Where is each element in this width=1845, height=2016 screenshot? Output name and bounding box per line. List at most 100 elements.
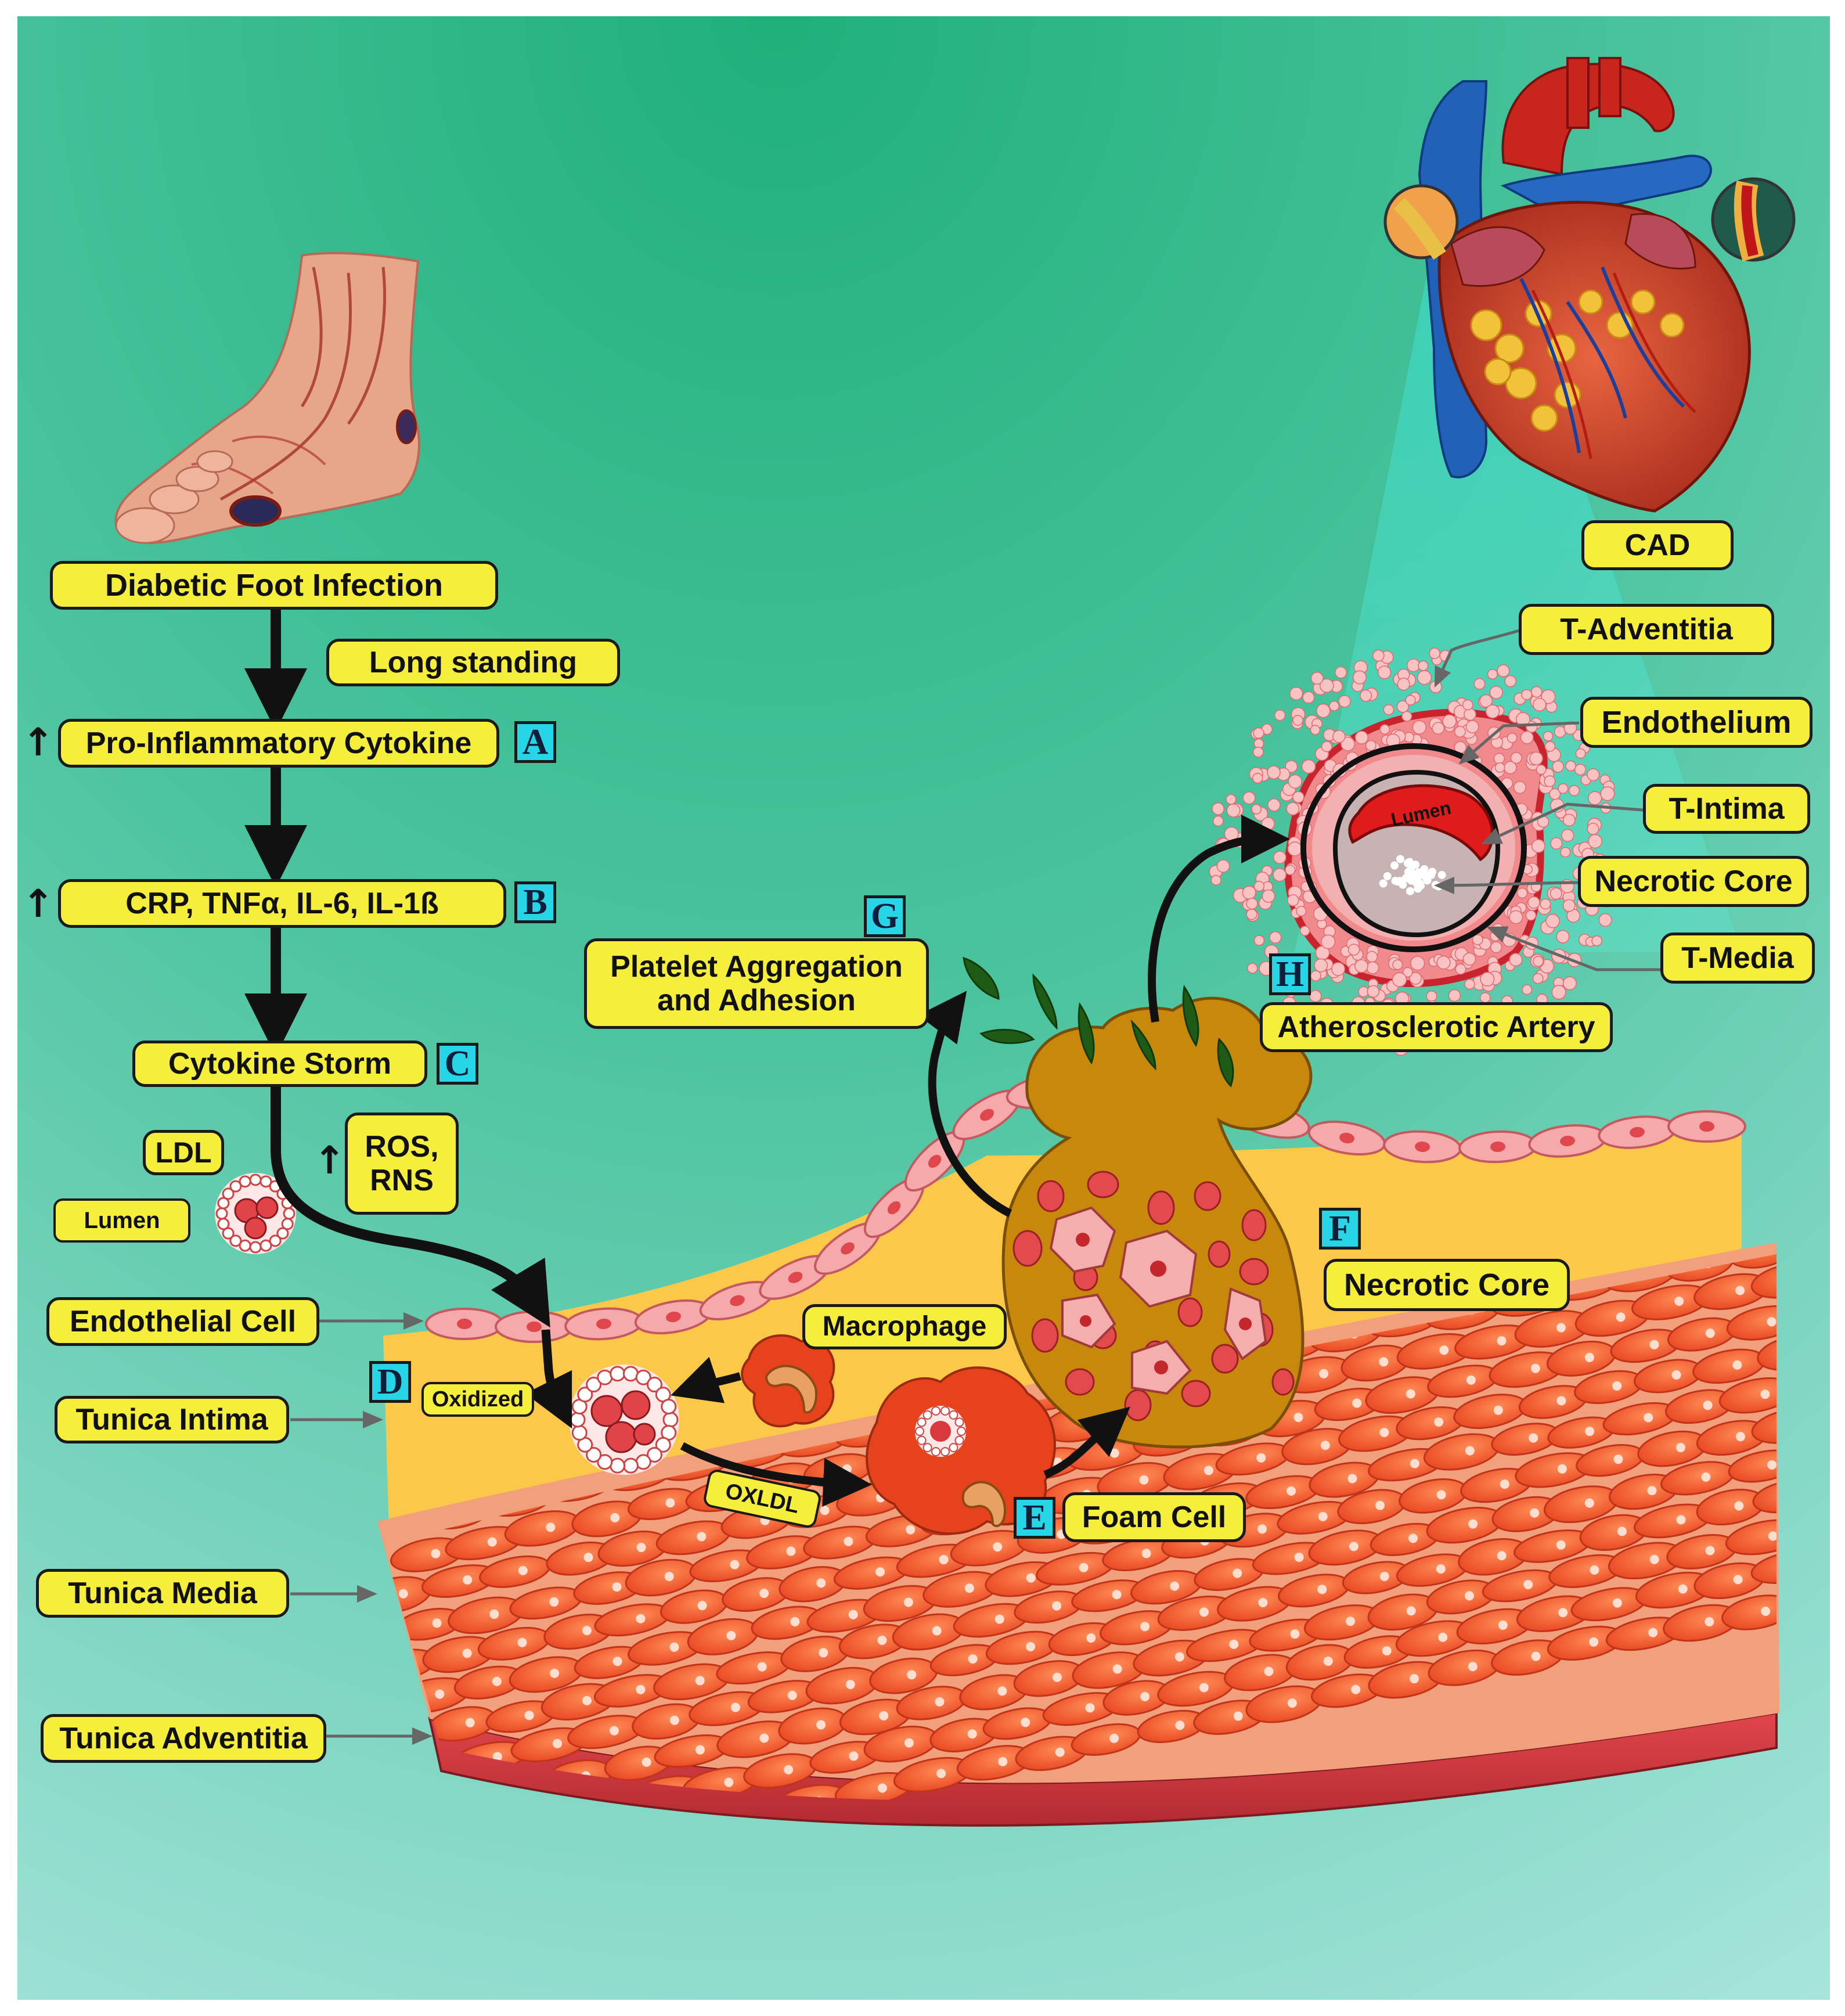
media-cell-dot [1383, 704, 1394, 715]
muscle-cell-nucleus [1761, 1606, 1771, 1616]
media-cell-dot [1401, 711, 1412, 722]
endothelial-nucleus [1415, 1141, 1430, 1153]
muscle-cell-nucleus [1287, 1698, 1297, 1708]
media-cell-dot [1366, 951, 1378, 963]
media-cell-dot [1513, 780, 1526, 794]
endothelial-nucleus [666, 1311, 681, 1323]
letter-badge-e: E [1014, 1497, 1055, 1539]
endothelial-nucleus [527, 1322, 542, 1332]
media-cell-dot [1287, 894, 1299, 906]
media-cell-dot [1533, 956, 1544, 967]
smooth-muscle-cell [1750, 1262, 1776, 1299]
media-cell-dot [1479, 694, 1493, 708]
label-long-standing: Long standing [326, 639, 620, 686]
muscle-cell-nucleus [1317, 1585, 1327, 1594]
muscle-cell-nucleus [757, 1662, 767, 1672]
media-cell-dot [1426, 991, 1437, 1002]
media-cell-dot [1309, 989, 1322, 1003]
media-cell-dot [1479, 992, 1491, 1003]
muscle-cell-nucleus [1705, 1617, 1714, 1627]
muscle-cell-nucleus [546, 1522, 556, 1532]
media-cell-dot [1465, 720, 1479, 734]
foot-ulcer [229, 495, 282, 527]
arrow-core-to-artery [1148, 815, 1290, 1023]
endothelial-nucleus [928, 1154, 942, 1168]
muscle-cell-nucleus [1140, 1692, 1150, 1702]
muscle-cell-nucleus [1079, 1563, 1089, 1572]
muscle-cell-nucleus [1233, 1568, 1242, 1578]
muscle-cell-nucleus [759, 1733, 769, 1743]
muscle-cell-nucleus [1649, 1554, 1659, 1564]
smooth-muscle-cell [1725, 1519, 1776, 1556]
muscle-cell-nucleus [1647, 1486, 1657, 1496]
muscle-cell-nucleus [1408, 1533, 1418, 1543]
media-cell-dot [1246, 898, 1258, 910]
muscle-cell-nucleus [842, 1464, 852, 1474]
necrotic-core-dot [1390, 861, 1399, 870]
plaque [963, 956, 1313, 1449]
smooth-muscle-cell [1726, 1305, 1776, 1341]
phospholipid-bead [283, 1207, 296, 1220]
media-cell-dot [1448, 989, 1461, 1002]
muscle-cell-nucleus [1410, 1674, 1419, 1684]
muscle-cell-nucleus [964, 1583, 974, 1593]
necrotic-core-dot [1396, 855, 1404, 863]
muscle-cell-nucleus [1438, 1632, 1448, 1642]
media-cell-dot [1316, 703, 1331, 718]
media-cell-dot [1587, 823, 1599, 835]
muscle-cell-nucleus [524, 1711, 534, 1720]
media-cell-dot [1367, 985, 1380, 998]
phospholipid-bead [249, 1241, 262, 1254]
necrotic-core-dot [1383, 872, 1392, 880]
media-cell-dot [1212, 815, 1224, 827]
phospholipid-bead [597, 1454, 613, 1470]
media-cell-dot [1545, 913, 1560, 928]
media-cell-dot [1531, 839, 1545, 853]
muscle-cell-nucleus [1530, 1363, 1540, 1373]
muscle-cell-nucleus [1767, 1460, 1776, 1470]
muscle-cell-nucleus [1464, 1591, 1474, 1601]
muscle-cell-nucleus [582, 1626, 592, 1636]
flow-arrows [244, 607, 1290, 1507]
muscle-cell-nucleus [1140, 1622, 1150, 1632]
endothelial-nucleus [1699, 1121, 1714, 1132]
necrotic-core-dot [1417, 881, 1425, 890]
media-cell-dot [1292, 715, 1303, 726]
media-cell-dot [1246, 909, 1257, 920]
phospholipid-bead [586, 1377, 602, 1393]
media-cell-dot [1432, 722, 1445, 735]
media-cell-dot [1253, 881, 1264, 892]
media-cell-dot [1366, 961, 1379, 974]
media-cell-dot [1544, 775, 1556, 787]
smooth-muscle-cell [1757, 1334, 1776, 1371]
media-cell-dot [1442, 714, 1457, 729]
smooth-muscle-cell [1750, 1550, 1776, 1584]
label-tunica-media: Tunica Media [36, 1569, 289, 1618]
media-cell-dot [1587, 768, 1600, 782]
macrophage-cell [741, 1334, 835, 1428]
muscle-cell-nucleus [1735, 1286, 1745, 1295]
muscle-cell-nucleus [582, 1695, 592, 1705]
media-cell-dot [1372, 649, 1385, 662]
media-cell-dot [1299, 926, 1310, 936]
media-cell-dot [1575, 748, 1586, 759]
muscle-cell-nucleus [432, 1618, 442, 1628]
media-cell-dot [1242, 791, 1256, 805]
media-cell-dot [1536, 764, 1547, 775]
phospholipid-bead [915, 1427, 924, 1436]
media-cell-dot [1497, 664, 1510, 678]
muscle-cell-nucleus [1735, 1432, 1745, 1442]
phospholipid-bead [260, 1239, 272, 1252]
muscle-cell-nucleus [552, 1738, 562, 1748]
media-cell-dot [1210, 874, 1221, 886]
phospholipid-bead [239, 1175, 251, 1188]
necrotic-core-dot [1396, 877, 1404, 885]
endothelial-nucleus [788, 1272, 803, 1283]
media-cell-dot [1274, 710, 1286, 721]
media-cell-dot [1560, 847, 1571, 858]
media-cell-dot [1252, 746, 1264, 758]
media-cell-dot [1509, 910, 1523, 924]
diabetic-foot-illustration [114, 251, 420, 545]
muscle-cell-nucleus [1256, 1453, 1266, 1463]
media-cell-dot [1462, 952, 1476, 966]
